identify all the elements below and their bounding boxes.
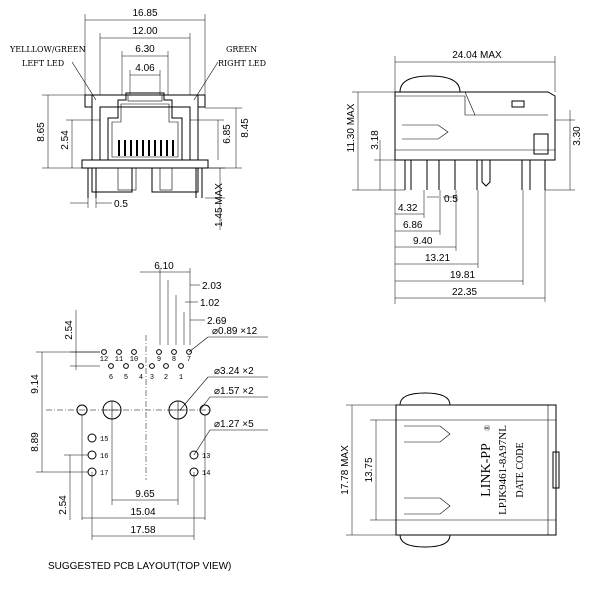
right-led-label-1: GREEN (226, 45, 257, 54)
pcb-width-c: 17.58 (130, 525, 155, 536)
side-left-height: 3.18 (370, 130, 381, 150)
front-view: 16.85 12.00 6.30 4.06 YELLLOW/GREEN LEFT… (9, 8, 266, 230)
pin-label-3: 3 (150, 374, 154, 382)
front-width-key: 4.06 (135, 63, 155, 74)
pcb-dim-top: 6.10 (154, 261, 174, 272)
pin-label-7: 7 (187, 356, 191, 364)
pin-label-2: 2 (164, 374, 168, 382)
side-length-max: 24.04 MAX (452, 50, 502, 61)
front-pin-height: 1.45 MAX (214, 183, 225, 227)
side-dim-4: 13.21 (425, 253, 450, 264)
pcb-dim-c: 2.69 (207, 316, 227, 327)
pcb-holes-small: ⌀0.89 ×12 (212, 326, 258, 337)
pcb-height-main: 9.14 (30, 374, 41, 394)
side-view: 24.04 MAX 11.30 MAX 3.18 3.30 (346, 50, 583, 304)
front-width-inner: 12.00 (132, 26, 157, 37)
front-height-lower: 2.54 (60, 130, 71, 150)
pin-label-14: 14 (202, 470, 210, 478)
front-height-total: 8.65 (36, 122, 47, 142)
pcb-pin-row-bottom: 6 5 4 3 2 1 (108, 363, 184, 382)
pcb-dim-b: 1.02 (200, 298, 220, 309)
left-led-label-1: YELLLOW/GREEN (9, 45, 86, 54)
pcb-shield-holes-left: 15 16 17 (87, 433, 108, 478)
side-height-max: 11.30 MAX (346, 103, 357, 152)
pcb-caption: SUGGESTED PCB LAYOUT(TOP VIEW) (48, 561, 231, 572)
top-width-inner: 13.75 (364, 457, 375, 482)
front-pin-width: 0.5 (114, 199, 128, 210)
pcb-height-bottom: 2.54 (58, 495, 69, 515)
pin-label-5: 5 (124, 374, 128, 382)
pcb-holes-shield: ⌀1.27 ×5 (214, 419, 254, 430)
side-dim-2: 6.86 (403, 220, 423, 231)
side-right-height: 3.30 (572, 126, 583, 146)
pin-label-1: 1 (179, 374, 183, 382)
pin-label-11: 11 (115, 356, 123, 364)
pin-label-17: 17 (100, 470, 108, 478)
pcb-dim-a: 2.03 (202, 281, 222, 292)
pin-label-15: 15 (100, 436, 108, 444)
top-width-max: 17.78 MAX (340, 445, 351, 495)
side-dim-5: 19.81 (450, 270, 475, 281)
top-brand: LINK-PP (479, 443, 494, 497)
top-part-number: LPJK9461-8A97NL (497, 425, 509, 515)
top-view: 17.78 MAX 13.75 LINK-PP ® LPJK9461-8A97N… (340, 392, 560, 548)
pcb-width-a: 9.65 (135, 489, 155, 500)
front-width-overall: 16.85 (132, 8, 157, 19)
side-pin-width: 0.5 (444, 194, 458, 205)
top-date-code: DATE CODE (515, 442, 526, 497)
pcb-holes-mid: ⌀1.57 ×2 (214, 386, 254, 397)
pcb-layout: 6.10 2.03 1.02 2.69 2.54 12 11 10 9 8 (30, 261, 268, 572)
pin-label-13: 13 (202, 453, 210, 461)
top-registered: ® (483, 425, 492, 431)
pin-label-10: 10 (130, 356, 138, 364)
front-width-opening: 6.30 (135, 44, 155, 55)
front-height-opening: 6.85 (222, 124, 233, 144)
jack-contacts (118, 140, 174, 156)
pin-label-9: 9 (157, 356, 161, 364)
pcb-pin-row-top: 12 11 10 9 8 7 (100, 349, 192, 364)
pcb-height-lower: 8.89 (30, 432, 41, 452)
front-height-right: 8.45 (240, 118, 251, 138)
pcb-shield-holes-right: 13 14 (189, 450, 210, 478)
left-led-label-2: LEFT LED (22, 59, 64, 68)
pin-label-8: 8 (172, 356, 176, 364)
side-dim-3: 9.40 (413, 236, 433, 247)
side-dim-1: 4.32 (398, 203, 418, 214)
pcb-row-pitch: 2.54 (64, 320, 75, 340)
pcb-holes-post: ⌀3.24 ×2 (214, 366, 254, 377)
right-led-label-2: RIGHT LED (218, 59, 266, 68)
pin-label-6: 6 (109, 374, 113, 382)
pin-label-12: 12 (100, 356, 108, 364)
pin-label-16: 16 (100, 453, 108, 461)
pcb-width-b: 15.04 (130, 507, 155, 518)
side-dim-6: 22.35 (452, 287, 477, 298)
pin-label-4: 4 (139, 374, 143, 382)
